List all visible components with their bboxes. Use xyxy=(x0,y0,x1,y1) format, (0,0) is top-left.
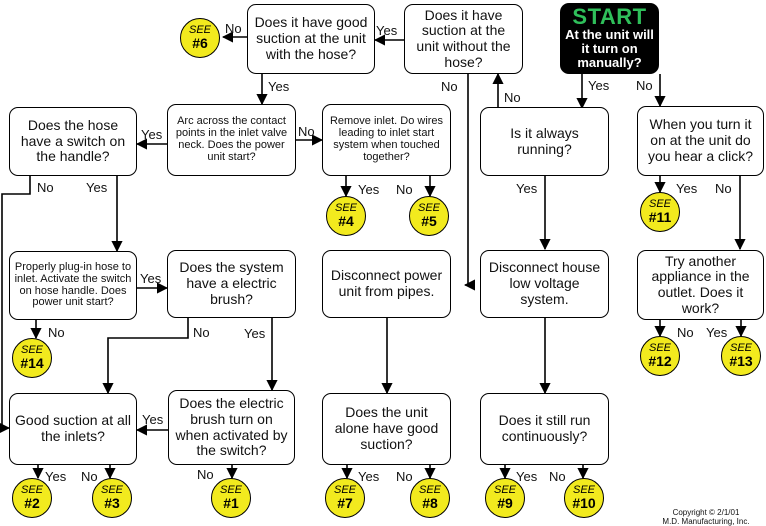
see-circle-1: SEE#1 xyxy=(211,478,251,518)
see-ref-3: #3 xyxy=(104,495,120,511)
see-ref-10: #10 xyxy=(572,495,596,511)
box-try-appliance: Try another appliance in the outlet. Doe… xyxy=(637,250,764,320)
box-hose-switch: Does the hose have a switch on the handl… xyxy=(9,107,137,176)
label-yes: Yes xyxy=(141,127,163,142)
see-prefix: SEE xyxy=(648,198,671,210)
see-prefix: SEE xyxy=(648,342,671,354)
box-always-running: Is it always running? xyxy=(480,107,609,176)
label-yes: Yes xyxy=(45,469,67,484)
see-circle-10: SEE#10 xyxy=(564,478,604,518)
label-yes: Yes xyxy=(706,325,728,340)
label-no: No xyxy=(81,469,98,484)
see-ref-4: #4 xyxy=(338,213,354,229)
see-prefix: SEE xyxy=(418,484,441,496)
label-no: No xyxy=(396,182,413,197)
see-ref-14: #14 xyxy=(20,355,44,371)
box-brush-turn-on: Does the electric brush turn on when act… xyxy=(168,390,295,465)
label-yes: Yes xyxy=(86,180,108,195)
label-no: No xyxy=(298,124,315,139)
see-ref-6: #6 xyxy=(192,35,208,51)
start-question: At the unit will it turn on manually? xyxy=(565,27,654,70)
see-circle-6: SEE#6 xyxy=(180,18,220,58)
see-prefix: SEE xyxy=(219,484,242,496)
see-ref-7: #7 xyxy=(337,495,353,511)
label-no: No xyxy=(441,79,458,94)
box-good-suction-inlets: Good suction at all the inlets? xyxy=(9,393,137,465)
see-circle-12: SEE#12 xyxy=(640,336,680,376)
label-yes: Yes xyxy=(516,181,538,196)
box-arc-contact: Arc across the contact points in the inl… xyxy=(167,104,296,176)
see-circle-3: SEE#3 xyxy=(92,478,132,518)
label-no: No xyxy=(504,90,521,105)
box-disconnect-pipes: Disconnect power unit from pipes. xyxy=(322,250,451,318)
label-yes: Yes xyxy=(516,469,538,484)
see-circle-14: SEE#14 xyxy=(12,338,52,378)
box-still-run: Does it still run continuously? xyxy=(480,393,609,465)
see-prefix: SEE xyxy=(100,484,123,496)
box-suction-with-hose: Does it have good suction at the unit wi… xyxy=(247,4,375,74)
box-hear-click: When you turn it on at the unit do you h… xyxy=(637,106,764,176)
see-circle-11: SEE#11 xyxy=(640,192,680,232)
box-unit-alone-suction: Does the unit alone have good suction? xyxy=(322,393,451,465)
box-disconnect-low-voltage: Disconnect house low voltage system. xyxy=(480,250,609,318)
see-ref-12: #12 xyxy=(648,353,672,369)
label-no: No xyxy=(715,181,732,196)
label-yes: Yes xyxy=(676,181,698,196)
see-ref-2: #2 xyxy=(24,495,40,511)
label-yes: Yes xyxy=(142,412,164,427)
label-yes: Yes xyxy=(358,469,380,484)
see-prefix: SEE xyxy=(188,24,211,36)
see-circle-13: SEE#13 xyxy=(721,336,761,376)
label-yes: Yes xyxy=(588,78,610,93)
label-no: No xyxy=(396,469,413,484)
see-prefix: SEE xyxy=(334,202,357,214)
see-ref-13: #13 xyxy=(729,353,753,369)
label-yes: Yes xyxy=(244,326,266,341)
see-ref-1: #1 xyxy=(223,495,239,511)
box-suction-without-hose: Does it have suction at the unit without… xyxy=(404,4,523,74)
label-yes: Yes xyxy=(140,271,162,286)
see-circle-5: SEE#5 xyxy=(409,196,449,236)
label-yes: Yes xyxy=(268,79,290,94)
label-yes: Yes xyxy=(376,23,398,38)
copyright: Copyright © 2/1/01 M.D. Manufacturing, I… xyxy=(650,508,762,526)
see-circle-8: SEE#8 xyxy=(410,478,450,518)
label-yes: Yes xyxy=(358,182,380,197)
label-no: No xyxy=(197,467,214,482)
see-circle-4: SEE#4 xyxy=(326,196,366,236)
see-prefix: SEE xyxy=(20,344,43,356)
see-ref-8: #8 xyxy=(422,495,438,511)
label-no: No xyxy=(636,78,653,93)
see-prefix: SEE xyxy=(333,484,356,496)
label-no: No xyxy=(193,325,210,340)
label-no: No xyxy=(225,21,242,36)
see-circle-9: SEE#9 xyxy=(485,478,525,518)
see-prefix: SEE xyxy=(729,342,752,354)
see-ref-11: #11 xyxy=(648,209,672,225)
see-prefix: SEE xyxy=(417,202,440,214)
box-electric-brush: Does the system have a electric brush? xyxy=(167,250,296,318)
label-no: No xyxy=(37,180,54,195)
see-ref-5: #5 xyxy=(421,213,437,229)
see-ref-9: #9 xyxy=(497,495,513,511)
see-prefix: SEE xyxy=(493,484,516,496)
see-prefix: SEE xyxy=(20,484,43,496)
start-title: START xyxy=(572,4,647,29)
label-no: No xyxy=(677,325,694,340)
label-no: No xyxy=(549,469,566,484)
see-prefix: SEE xyxy=(572,484,595,496)
start-box: START At the unit will it turn on manual… xyxy=(560,3,659,74)
box-remove-inlet: Remove inlet. Do wires leading to inlet … xyxy=(322,104,451,176)
see-circle-7: SEE#7 xyxy=(325,478,365,518)
box-plug-in-hose: Properly plug-in hose to inlet. Activate… xyxy=(9,251,137,320)
label-no: No xyxy=(48,325,65,340)
see-circle-2: SEE#2 xyxy=(12,478,52,518)
copyright-line-1: Copyright © 2/1/01 xyxy=(672,508,740,517)
copyright-line-2: M.D. Manufacturing, Inc. xyxy=(662,517,750,526)
